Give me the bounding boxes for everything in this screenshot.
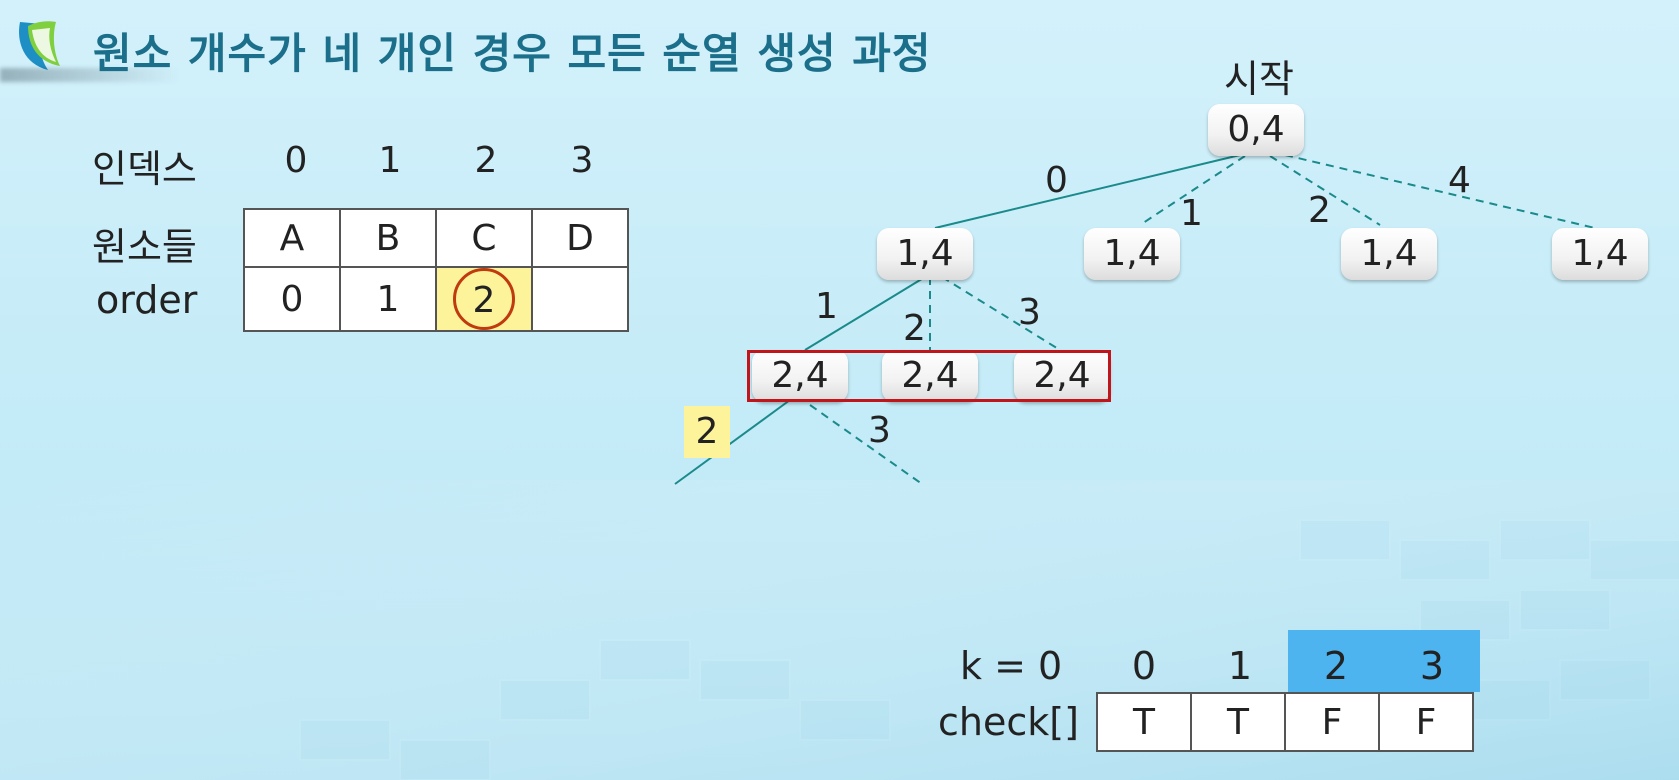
check-cell: F [1378, 692, 1474, 752]
edge-label: 2 [903, 308, 926, 349]
highlighted-edge-label: 2 [684, 406, 730, 458]
check-label: check[] [938, 700, 1079, 744]
tree-edge [674, 399, 791, 485]
order-cell-highlighted: 2 [435, 266, 533, 332]
edge-label: 3 [868, 410, 891, 451]
index-1: 1 [378, 140, 402, 181]
tree-node-level1: 1,4 [877, 228, 973, 280]
index-3: 3 [570, 140, 594, 181]
page-title: 원소 개수가 네 개인 경우 모든 순열 생성 과정 [93, 29, 932, 78]
tree-edge [934, 154, 1241, 229]
tree-node-level1: 1,4 [1341, 228, 1437, 280]
check-cell: F [1284, 692, 1380, 752]
tree-edge [1269, 155, 1381, 226]
edge-label: 1 [815, 286, 838, 327]
check-index: 1 [1227, 644, 1253, 688]
element-cell: A [243, 208, 341, 268]
edge-label: 4 [1448, 160, 1471, 201]
check-cell: T [1190, 692, 1286, 752]
edge-label: 1 [1180, 193, 1203, 234]
index-0: 0 [284, 140, 308, 181]
check-table: T T F F [1096, 692, 1474, 752]
elements-label: 원소들 [92, 225, 197, 269]
check-index-highlighted: 2 [1288, 630, 1384, 692]
order-cell: 0 [243, 266, 341, 332]
start-label: 시작 [1224, 57, 1294, 101]
tree-edge [1284, 154, 1596, 229]
tree-node-level2: 2,4 [752, 350, 848, 402]
elements-order-table: A B C D 0 1 2 [243, 208, 629, 332]
circled-value: 2 [453, 268, 515, 330]
check-cell: T [1096, 692, 1192, 752]
tree-edge [804, 276, 926, 351]
tree-node-level1: 1,4 [1084, 228, 1180, 280]
edge-label: 2 [1308, 190, 1331, 231]
tree-edge [1139, 155, 1246, 226]
tree-edge [941, 276, 1061, 351]
element-cell: D [531, 208, 629, 268]
order-cell: 1 [339, 266, 437, 332]
tree-node-level1: 1,4 [1552, 228, 1648, 280]
element-cell: B [339, 208, 437, 268]
check-index-highlighted: 3 [1384, 630, 1480, 692]
check-index: 0 [1131, 644, 1157, 688]
order-cell [531, 266, 629, 332]
tree-edge [809, 404, 923, 485]
leaf-logo-icon [19, 21, 60, 70]
edge-label: 0 [1045, 160, 1068, 201]
title-shadow [0, 68, 180, 82]
tree-node-level2: 2,4 [1014, 350, 1110, 402]
order-label: order [96, 278, 198, 322]
index-label: 인덱스 [92, 147, 197, 191]
current-level-highlight-box [747, 350, 1111, 402]
tree-node-level2: 2,4 [882, 350, 978, 402]
k-label: k = 0 [960, 644, 1063, 688]
tree-node-root: 0,4 [1208, 104, 1304, 156]
element-cell: C [435, 208, 533, 268]
index-2: 2 [474, 140, 498, 181]
edge-label: 3 [1018, 292, 1041, 333]
